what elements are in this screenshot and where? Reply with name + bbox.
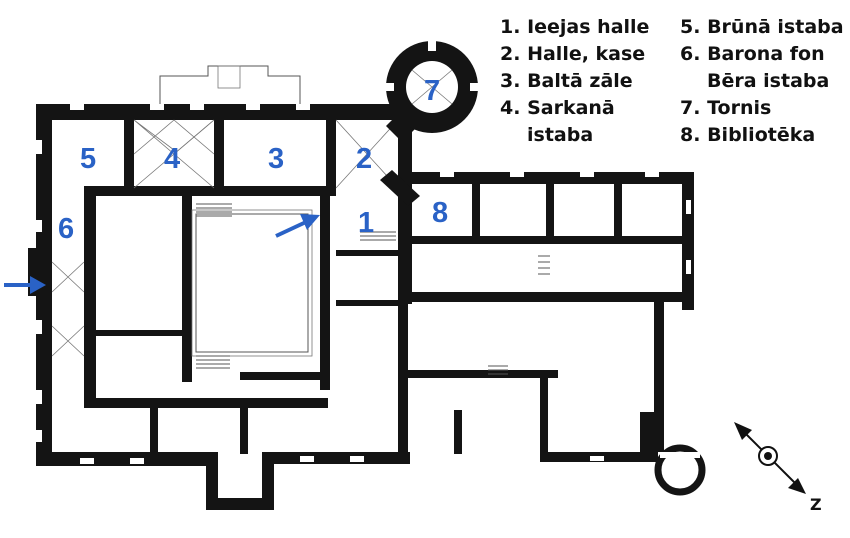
room-number-6: 6 xyxy=(58,213,74,245)
entrance-arrow-icon xyxy=(4,276,46,294)
room-number-2: 2 xyxy=(356,143,372,175)
room-numbers: 1 2 3 4 5 6 7 8 xyxy=(58,75,448,245)
room-number-7: 7 xyxy=(424,75,440,107)
legend-item-2: 2. Halle, kase xyxy=(500,43,646,65)
legend-item-1: 1. Ieejas halle xyxy=(500,16,650,38)
room-number-4: 4 xyxy=(164,143,180,175)
room-number-8: 8 xyxy=(432,197,448,229)
legend-item-6-cont: Bēra istaba xyxy=(707,70,830,92)
portico xyxy=(159,65,301,108)
room-number-3: 3 xyxy=(268,143,284,175)
stairs xyxy=(196,203,550,375)
round-tower-small xyxy=(654,444,706,496)
room-number-1: 1 xyxy=(358,207,374,239)
legend-item-7: 7. Tornis xyxy=(680,97,772,119)
legend-item-5: 5. Brūnā istaba xyxy=(680,16,844,38)
vault-lines xyxy=(51,119,399,357)
entrance-arrow-icon xyxy=(275,214,320,238)
legend-item-3: 3. Baltā zāle xyxy=(500,70,633,92)
legend-item-4-cont: istaba xyxy=(527,124,594,146)
exterior-walls xyxy=(28,104,694,510)
legend-item-8: 8. Bibliotēka xyxy=(680,124,816,146)
compass-label: Z xyxy=(810,495,822,514)
north-arrow-icon xyxy=(734,422,806,494)
windows xyxy=(36,104,691,464)
tower xyxy=(384,41,480,142)
legend-item-6: 6. Barona fon xyxy=(680,43,825,65)
legend-right: 5. Brūnā istaba 6. Barona fon Bēra istab… xyxy=(680,14,844,149)
room-number-5: 5 xyxy=(80,143,96,175)
legend-item-4: 4. Sarkanā xyxy=(500,97,615,119)
legend-left: 1. Ieejas halle 2. Halle, kase 3. Baltā … xyxy=(500,14,649,149)
courtyard xyxy=(195,213,309,353)
